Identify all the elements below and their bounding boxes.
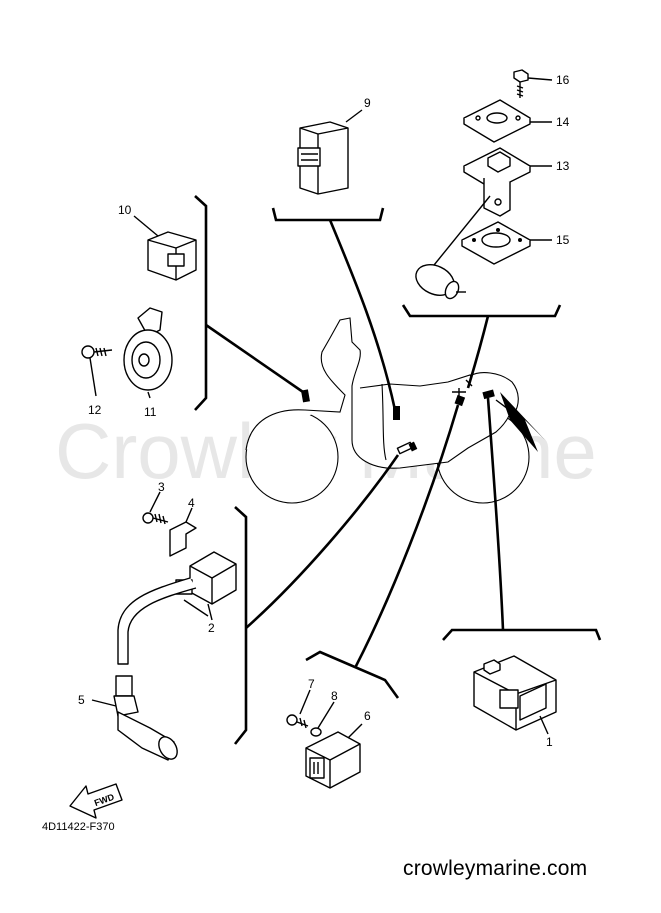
fwd-arrow-icon: FWD xyxy=(69,783,123,819)
part-16-bolt xyxy=(513,69,553,98)
part-12-bolt xyxy=(81,345,113,397)
callout-9: 9 xyxy=(364,96,371,110)
callout-7: 7 xyxy=(308,677,315,691)
diagram-part-code: 4D11422-F370 xyxy=(42,821,115,833)
callout-6: 6 xyxy=(364,709,371,723)
callout-5: 5 xyxy=(78,693,85,707)
callout-2: 2 xyxy=(208,621,215,635)
callout-12: 12 xyxy=(88,403,102,417)
callout-8: 8 xyxy=(331,689,338,703)
part-10-flasher xyxy=(133,215,197,281)
part-9-relay xyxy=(297,109,363,195)
part-5-plug-cap xyxy=(91,675,178,761)
leader-lines xyxy=(194,195,602,745)
callout-3: 3 xyxy=(158,480,165,494)
part-3-screw xyxy=(142,491,169,525)
callout-15: 15 xyxy=(556,233,570,247)
part-7-screw xyxy=(286,689,311,729)
part-6-rectifier xyxy=(305,723,363,789)
scooter-silhouette xyxy=(245,317,545,504)
part-15-gasket xyxy=(461,221,552,265)
site-url-link[interactable]: crowleymarine.com xyxy=(403,857,588,880)
spark-plug-lead xyxy=(117,577,197,665)
callout-14: 14 xyxy=(556,115,570,129)
callout-11: 11 xyxy=(144,405,157,419)
callout-16: 16 xyxy=(556,73,570,87)
callout-13: 13 xyxy=(556,159,570,173)
fuel-float xyxy=(415,264,466,300)
callout-4: 4 xyxy=(188,496,195,510)
part-11-horn xyxy=(123,307,173,399)
part-14-plate xyxy=(463,99,552,143)
callout-numbers: 9 10 11 12 16 14 13 15 3 4 2 5 7 8 6 1 xyxy=(78,73,570,749)
part-8-washer xyxy=(310,701,335,737)
part-1-cdi-unit xyxy=(473,655,557,735)
callout-1: 1 xyxy=(546,735,553,749)
callout-10: 10 xyxy=(118,203,132,217)
part-13-sender-unit xyxy=(429,147,552,271)
part-4-clip xyxy=(169,507,197,557)
